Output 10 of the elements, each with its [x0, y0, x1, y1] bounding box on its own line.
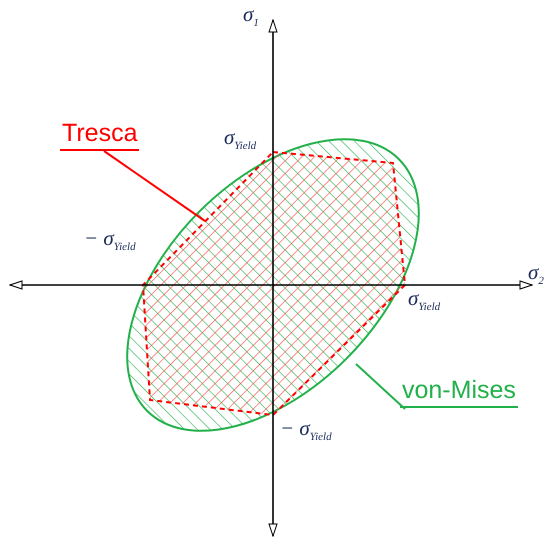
axis-label: σ$_{1}$ — [243, 4, 259, 30]
leader-line — [355, 363, 406, 410]
callout-label: von-Mises — [400, 377, 518, 408]
leader-line — [103, 150, 206, 222]
axis-value-label: σ$_{Yield}$ — [408, 288, 440, 314]
axis-value-label: σ$_{Yield}$ — [224, 127, 256, 152]
axis-label: σ$_{2}$ — [528, 262, 544, 288]
axis-value-label: − σ$_{Yield}$ — [280, 418, 332, 444]
axis-value-label: − σ$_{Yield}$ — [84, 228, 136, 254]
callout-label: Tresca — [60, 120, 140, 150]
